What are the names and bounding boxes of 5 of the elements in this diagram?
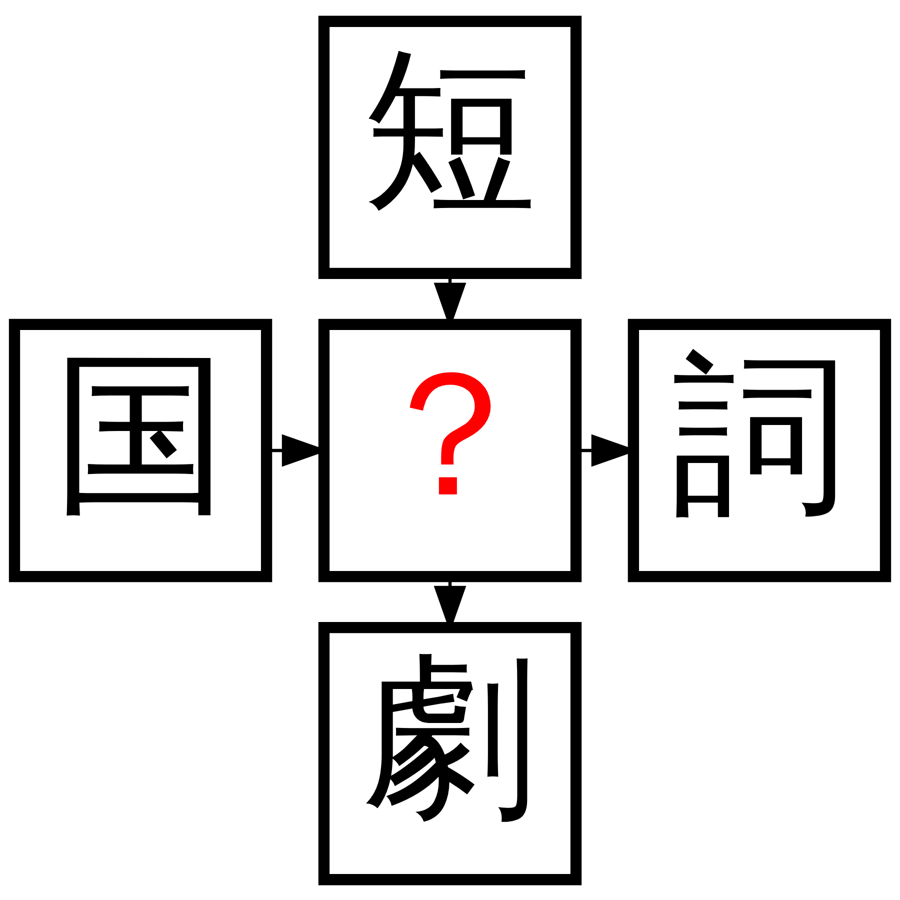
node-box: 劇 [318, 621, 582, 885]
node-box: ？ [318, 318, 582, 582]
node-box: 詞 [628, 318, 892, 582]
node-box: 国 [8, 318, 272, 582]
node-box: 短 [318, 15, 582, 279]
